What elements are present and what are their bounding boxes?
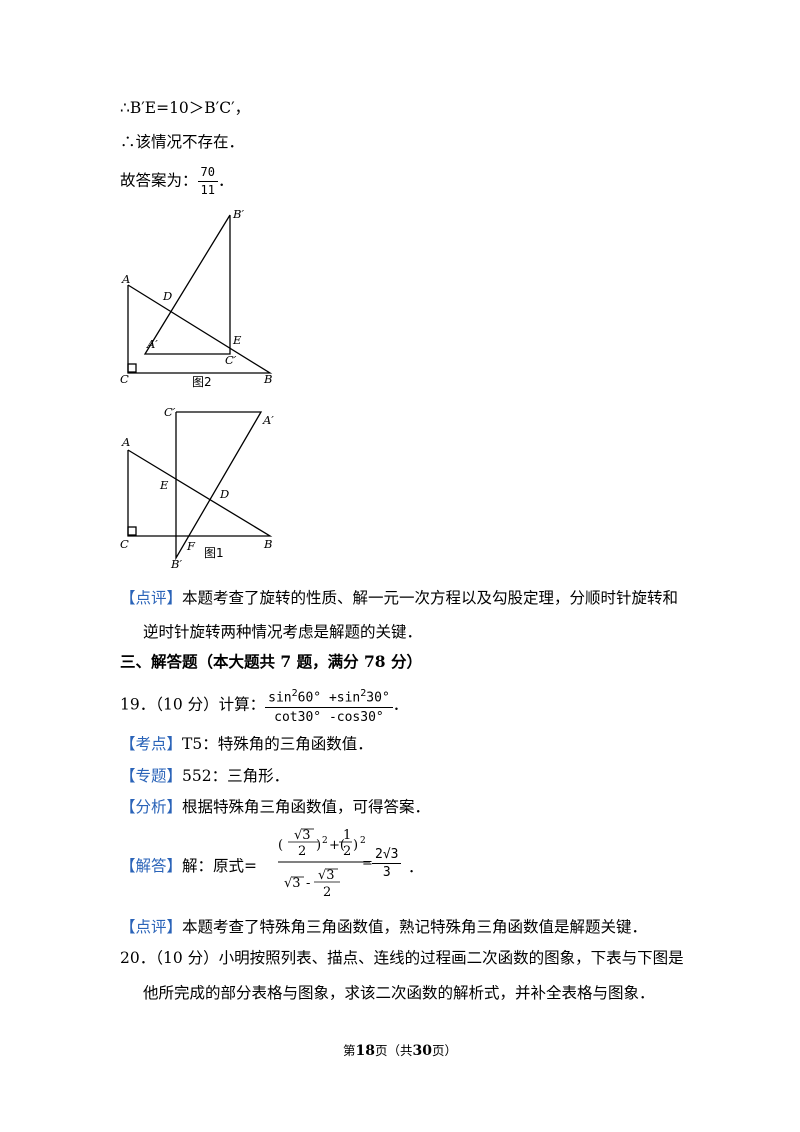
q19-zhuanti: 【专题】552：三角形． — [120, 766, 289, 786]
svg-text:√3: √3 — [318, 868, 335, 883]
q19-numerator: sin260° +sin230° — [265, 684, 393, 709]
footer-mid: 页（共 — [374, 1043, 413, 1058]
svg-text:2: 2 — [323, 885, 331, 900]
fig1-label-f: F — [187, 539, 195, 553]
footer-suffix: 页） — [431, 1043, 457, 1058]
figure-1-diagram — [127, 411, 273, 561]
dianping-text: 本题考查了特殊角三角函数值，熟记特殊角三角函数值是解题关键． — [182, 918, 648, 936]
svg-text:2: 2 — [360, 836, 366, 846]
svg-text:): ) — [316, 838, 321, 853]
q20-text2: 他所完成的部分表格与图象，求该二次函数的解析式，并补全表格与图象． — [143, 984, 655, 1002]
svg-text:-: - — [306, 876, 310, 891]
jieda-tag: 【解答】 — [120, 857, 183, 875]
svg-text:√3: √3 — [284, 876, 301, 891]
q19-expression: sin260° +sin230°cot30° -cos30° — [265, 684, 393, 727]
figure2-right-angle-mark — [127, 363, 137, 373]
fig2-label-a: A — [122, 272, 131, 286]
svg-text:2: 2 — [298, 844, 306, 859]
q19-end: ． — [392, 695, 409, 714]
kaodian-text: T5：特殊角的三角函数值． — [182, 735, 373, 753]
fig1-label-b-prime: B′ — [171, 557, 183, 571]
figure2-triangle-rotated — [143, 214, 231, 355]
fig1-label-d: D — [220, 487, 230, 501]
comment-1-line1: 【点评】本题考查了旋转的性质、解一元一次方程以及勾股定理，分顺时针旋转和 — [120, 588, 678, 608]
figure-2-diagram — [127, 214, 273, 374]
answer-suffix: ． — [217, 171, 234, 190]
svg-text:1: 1 — [343, 828, 351, 843]
q19-question: 19．（10 分）计算：sin260° +sin230°cot30° -cos3… — [120, 684, 409, 727]
q19-jieda: 【解答】解：原式= — [120, 856, 257, 876]
q19-number: 19．（10 分）计算： — [120, 695, 266, 714]
section-heading: 三、解答题（本大题共 7 题，满分 78 分） — [120, 652, 422, 671]
figure1-triangle-rotated — [175, 411, 263, 561]
comment-1-tag: 【点评】 — [120, 589, 183, 607]
result-denominator: 3 — [382, 865, 391, 880]
footer-page: 18 — [355, 1043, 375, 1059]
fig1-label-e: E — [160, 478, 169, 492]
solution-end: ． — [408, 858, 424, 876]
answer-prefix: 故答案为： — [120, 171, 198, 190]
q19-num-exp-b: 2 — [360, 688, 367, 699]
svg-text:): ) — [353, 838, 358, 853]
fig2-label-c: C — [120, 372, 129, 386]
q19-denominator: cot30° -cos30° — [274, 710, 384, 726]
q19-num-angle-a: 60° — [297, 690, 322, 706]
result-numerator: 2√3 — [372, 846, 402, 864]
figure1-right-angle-mark — [127, 526, 137, 536]
svg-text:√3: √3 — [294, 828, 311, 843]
fig2-label-b-prime: B′ — [233, 207, 245, 221]
dianping-tag: 【点评】 — [120, 918, 183, 936]
fig1-label-c: C — [120, 537, 129, 551]
answer-numerator: 70 — [197, 164, 218, 182]
fig1-label-c-prime: C′ — [164, 405, 176, 419]
q19-num-plus-sin: +sin — [321, 690, 361, 706]
line-b-prime-e: ∴B′E=10＞B′C′， — [120, 99, 251, 117]
fig2-label-c-prime: C′ — [225, 353, 237, 367]
footer-total: 30 — [412, 1043, 432, 1059]
svg-text:2: 2 — [322, 836, 328, 846]
q19-fenxi: 【分析】根据特殊角三角函数值，可得答案． — [120, 797, 430, 817]
q19-num-sin-a: sin — [268, 690, 292, 706]
svg-text:2: 2 — [343, 844, 351, 859]
kaodian-tag: 【考点】 — [120, 735, 183, 753]
comment-1-text2: 逆时针旋转两种情况考虑是解题的关键． — [143, 623, 423, 641]
page-footer: 第18页（共30页） — [0, 1040, 800, 1059]
fig2-label-e: E — [233, 333, 242, 347]
comment-1-text1: 本题考查了旋转的性质、解一元一次方程以及勾股定理，分顺时针旋转和 — [182, 589, 679, 607]
q19-kaodian: 【考点】T5：特殊角的三角函数值． — [120, 734, 373, 754]
fig1-label-a-prime: A′ — [263, 413, 274, 427]
fig1-caption: 图1 — [204, 546, 224, 560]
fenxi-text: 根据特殊角三角函数值，可得答案． — [182, 798, 431, 816]
fig2-label-a-prime: A′ — [147, 337, 158, 351]
q19-num-exp-a: 2 — [291, 688, 298, 699]
fig2-label-b: B — [264, 372, 273, 386]
figure1-triangle-acb — [127, 449, 273, 537]
fenxi-tag: 【分析】 — [120, 798, 183, 816]
answer-denominator: 11 — [200, 183, 215, 197]
fig2-label-d: D — [163, 289, 173, 303]
fig1-label-b: B — [264, 537, 273, 551]
svg-text:(: ( — [278, 838, 283, 853]
q19-num-angle-b: 30° — [366, 690, 390, 706]
line-not-exist: ∴该情况不存在． — [120, 133, 245, 151]
solution-big-fraction: ( √3 2 ) 2 +( 1 2 ) 2 √3 - √3 2 — [278, 828, 370, 900]
q19-dianping: 【点评】本题考查了特殊角三角函数值，熟记特殊角三角函数值是解题关键． — [120, 917, 647, 937]
footer-prefix: 第 — [342, 1043, 356, 1058]
zhuanti-text: 552：三角形． — [182, 767, 290, 785]
figure2-triangle-acb — [127, 284, 273, 374]
fig1-label-a: A — [122, 435, 131, 449]
q20-text1: 20．（10 分）小明按照列表、描点、连线的过程画二次函数的图象，下表与下图是 — [120, 949, 684, 967]
solution-equals: = — [362, 856, 373, 871]
fig2-caption: 图2 — [192, 375, 212, 389]
zhuanti-tag: 【专题】 — [120, 767, 183, 785]
jieda-text: 解：原式= — [182, 857, 258, 875]
